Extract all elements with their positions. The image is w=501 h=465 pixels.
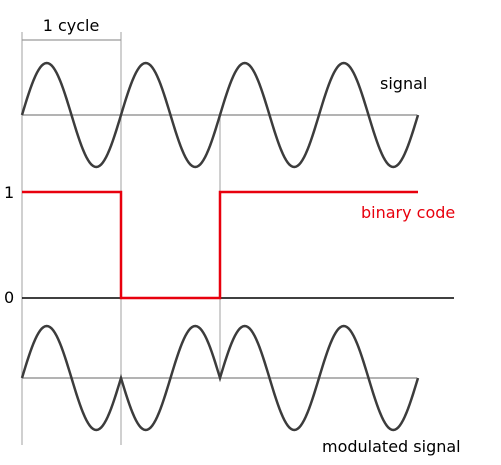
- binary-code-line: [22, 190, 418, 300]
- signal-label: signal: [380, 74, 427, 93]
- cycle-label: 1 cycle: [43, 16, 100, 35]
- level-zero-label: 0: [4, 288, 14, 307]
- binary-code-label: binary code: [361, 203, 455, 222]
- modulated-signal-label: modulated signal: [322, 437, 461, 456]
- level-one-label: 1: [4, 183, 14, 202]
- modulated-wave: [20, 324, 420, 432]
- signal-wave: [20, 61, 420, 169]
